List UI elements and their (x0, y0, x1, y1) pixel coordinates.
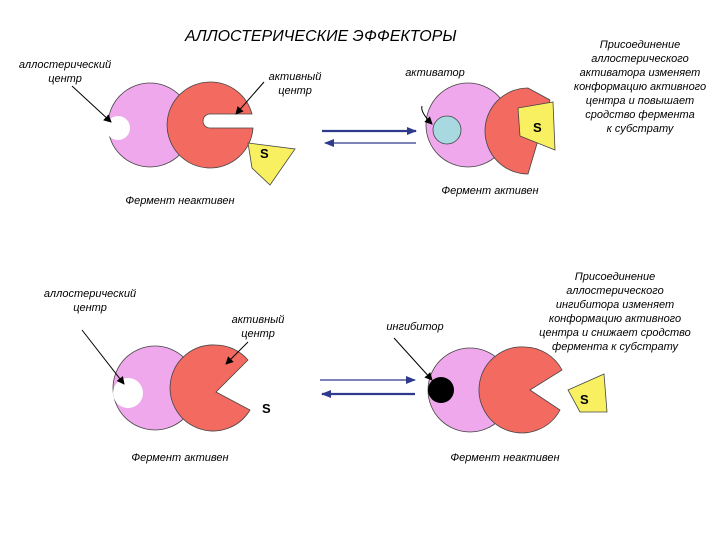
top-left-allosteric-site (106, 116, 130, 140)
top-right-substrate-label: S (533, 120, 542, 135)
top-left-substrate-label: S (260, 146, 269, 161)
activator-label: активатор (405, 67, 465, 79)
top-active-pointer (235, 81, 265, 115)
top-allosteric-center-label: аллостерический центр (18, 59, 112, 85)
top-right-activator (432, 115, 462, 145)
top-left-substrate (247, 142, 296, 186)
top-description: Присоединение аллостерического активатор… (573, 39, 707, 135)
bottom-description: Присоединение аллостерического ингибитор… (539, 271, 691, 353)
inhibitor-pointer (393, 337, 433, 381)
bottom-right-substrate-label: S (580, 392, 589, 407)
bottom-right-enzyme: S (427, 346, 608, 434)
top-right-substrate (517, 101, 556, 151)
inhibitor-label: ингибитор (386, 321, 444, 333)
bottom-left-catalytic-subunit (169, 344, 251, 432)
bottom-allosteric-center-label: аллостерический центр (43, 288, 137, 314)
top-active-center-label: активный центр (268, 71, 322, 97)
bottom-active-pointer (225, 341, 249, 365)
bottom-active-label: Фермент активен (131, 452, 229, 464)
top-inactive-label: Фермент неактивен (125, 195, 235, 207)
top-active-label: Фермент активен (441, 185, 539, 197)
top-right-enzyme: S (425, 82, 556, 175)
top-left-catalytic-subunit (166, 81, 254, 169)
bottom-inactive-label: Фермент неактивен (450, 452, 560, 464)
bottom-active-center-label: активный центр (231, 314, 285, 340)
bottom-right-catalytic-subunit (478, 346, 563, 434)
bottom-left-enzyme: S (112, 344, 271, 432)
bottom-left-substrate-label: S (262, 401, 271, 416)
diagram-title: АЛЛОСТЕРИЧЕСКИЕ ЭФФЕКТОРЫ (185, 28, 457, 45)
top-left-enzyme: S (106, 81, 296, 186)
activator-pointer (421, 105, 433, 125)
bottom-right-substrate (567, 373, 608, 413)
bottom-allosteric-pointer (81, 329, 125, 385)
bottom-right-inhibitor (428, 377, 454, 403)
top-allosteric-pointer (71, 85, 112, 123)
bottom-left-allosteric-site (113, 378, 143, 408)
